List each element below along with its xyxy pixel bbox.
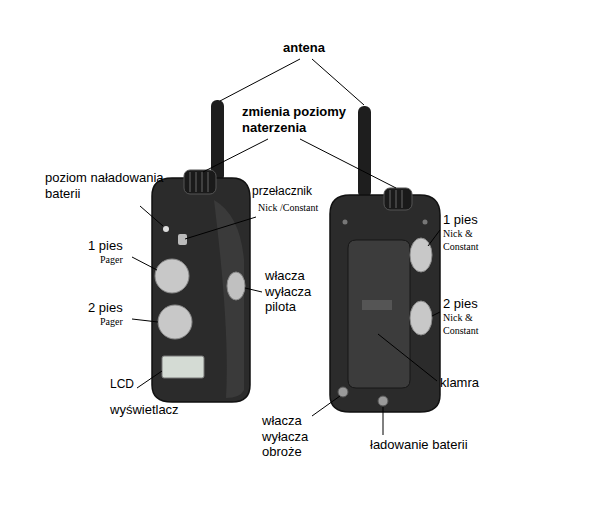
button [155, 259, 189, 293]
leader-line [432, 312, 440, 316]
part-label: 2 pies [88, 300, 123, 316]
leader-line [383, 407, 384, 435]
button [410, 301, 432, 335]
lcd-screen [162, 356, 204, 378]
leader-line [312, 59, 364, 105]
leader-line [203, 139, 268, 172]
part-label: LCD [110, 377, 134, 391]
charging-port [378, 396, 388, 406]
screw [343, 220, 348, 225]
level-knob [384, 188, 412, 210]
leader-line [132, 319, 158, 322]
side-shade [214, 200, 244, 398]
leader-line [137, 371, 162, 388]
collar-switch [338, 387, 348, 397]
part-label: Nick & Constant [443, 312, 495, 337]
part-label: zmienia poziomy naterzenia [242, 104, 364, 135]
part-label: przełacznik [252, 184, 312, 198]
leader-line [140, 206, 163, 226]
part-label: wyświetlacz [110, 402, 179, 418]
knob-ridge [202, 172, 203, 192]
power-button [227, 272, 245, 300]
knob-ridge [196, 172, 197, 192]
part-label: poziom naładowania baterii [45, 170, 180, 201]
housing [330, 195, 440, 412]
leader-lines [132, 59, 440, 435]
battery-led [163, 226, 169, 232]
knob-ridge [390, 190, 391, 208]
button [158, 305, 192, 339]
part-label: Pager [100, 316, 123, 329]
housing [152, 178, 250, 402]
leader-line [245, 288, 262, 292]
part-label: klamra [440, 375, 479, 391]
leader-line [185, 217, 256, 239]
part-label: Nick /Constant [258, 202, 318, 215]
right-remote [330, 106, 440, 412]
nick-switch [178, 234, 187, 245]
antenna [358, 106, 371, 198]
part-label: włacza wyłacza obroże [262, 413, 330, 460]
knob-ridge [190, 172, 191, 192]
part-label: Nick & Constant [443, 228, 495, 253]
level-knob [184, 170, 216, 194]
antenna [211, 100, 224, 182]
leader-line [428, 230, 440, 246]
part-label: 1 pies [443, 212, 478, 228]
leader-line [378, 334, 437, 381]
leader-line [220, 59, 300, 101]
knob-ridge [402, 190, 403, 208]
leader-line [312, 396, 340, 416]
belt-clip [348, 240, 410, 388]
button [410, 238, 432, 272]
screw [423, 220, 428, 225]
part-label: 1 pies [88, 238, 123, 254]
part-label: 2 pies [443, 296, 478, 312]
knob-ridge [396, 190, 397, 208]
leader-line [300, 139, 396, 188]
knob-ridge [208, 172, 209, 192]
leader-line [132, 257, 157, 270]
part-label: antena [283, 40, 325, 56]
part-label: włacza wyłacza pilota [265, 268, 333, 315]
part-label: Pager [100, 254, 123, 267]
part-label: ładowanie baterii [370, 437, 468, 453]
left-remote [152, 100, 250, 402]
clip-ridge [362, 300, 392, 310]
